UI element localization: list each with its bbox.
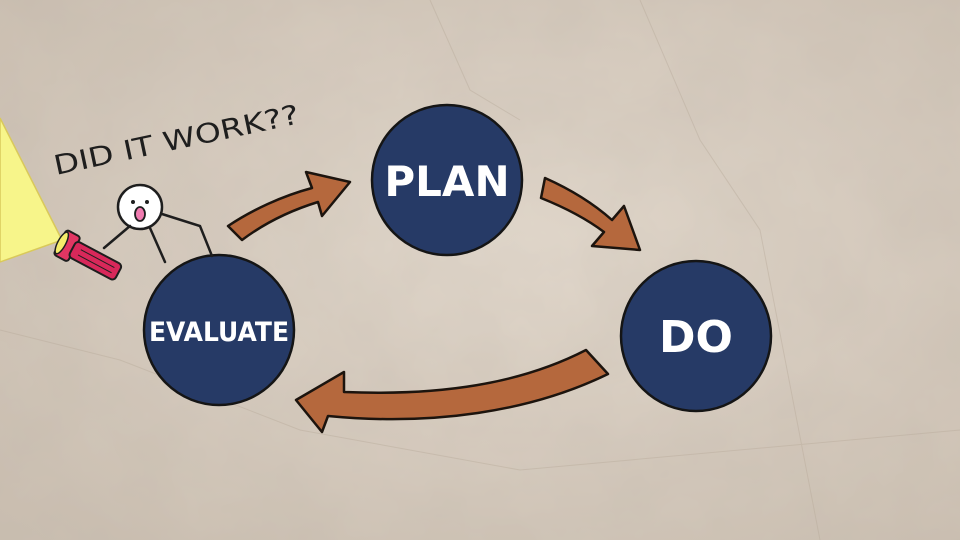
stick-figure-icon [102,183,214,264]
node-do: DO [619,259,773,413]
node-plan: PLAN [370,103,524,257]
flashlight-icon [53,229,123,281]
node-evaluate: EVALUATE [142,253,296,407]
arrow-evaluate-to-plan [226,170,352,242]
node-evaluate-label: EVALUATE [149,317,289,348]
arrow-do-to-evaluate [294,348,610,434]
light-beam-icon [0,117,64,263]
arrow-plan-to-do [539,176,642,252]
node-do-label: DO [659,312,733,363]
node-plan-label: PLAN [384,157,509,206]
